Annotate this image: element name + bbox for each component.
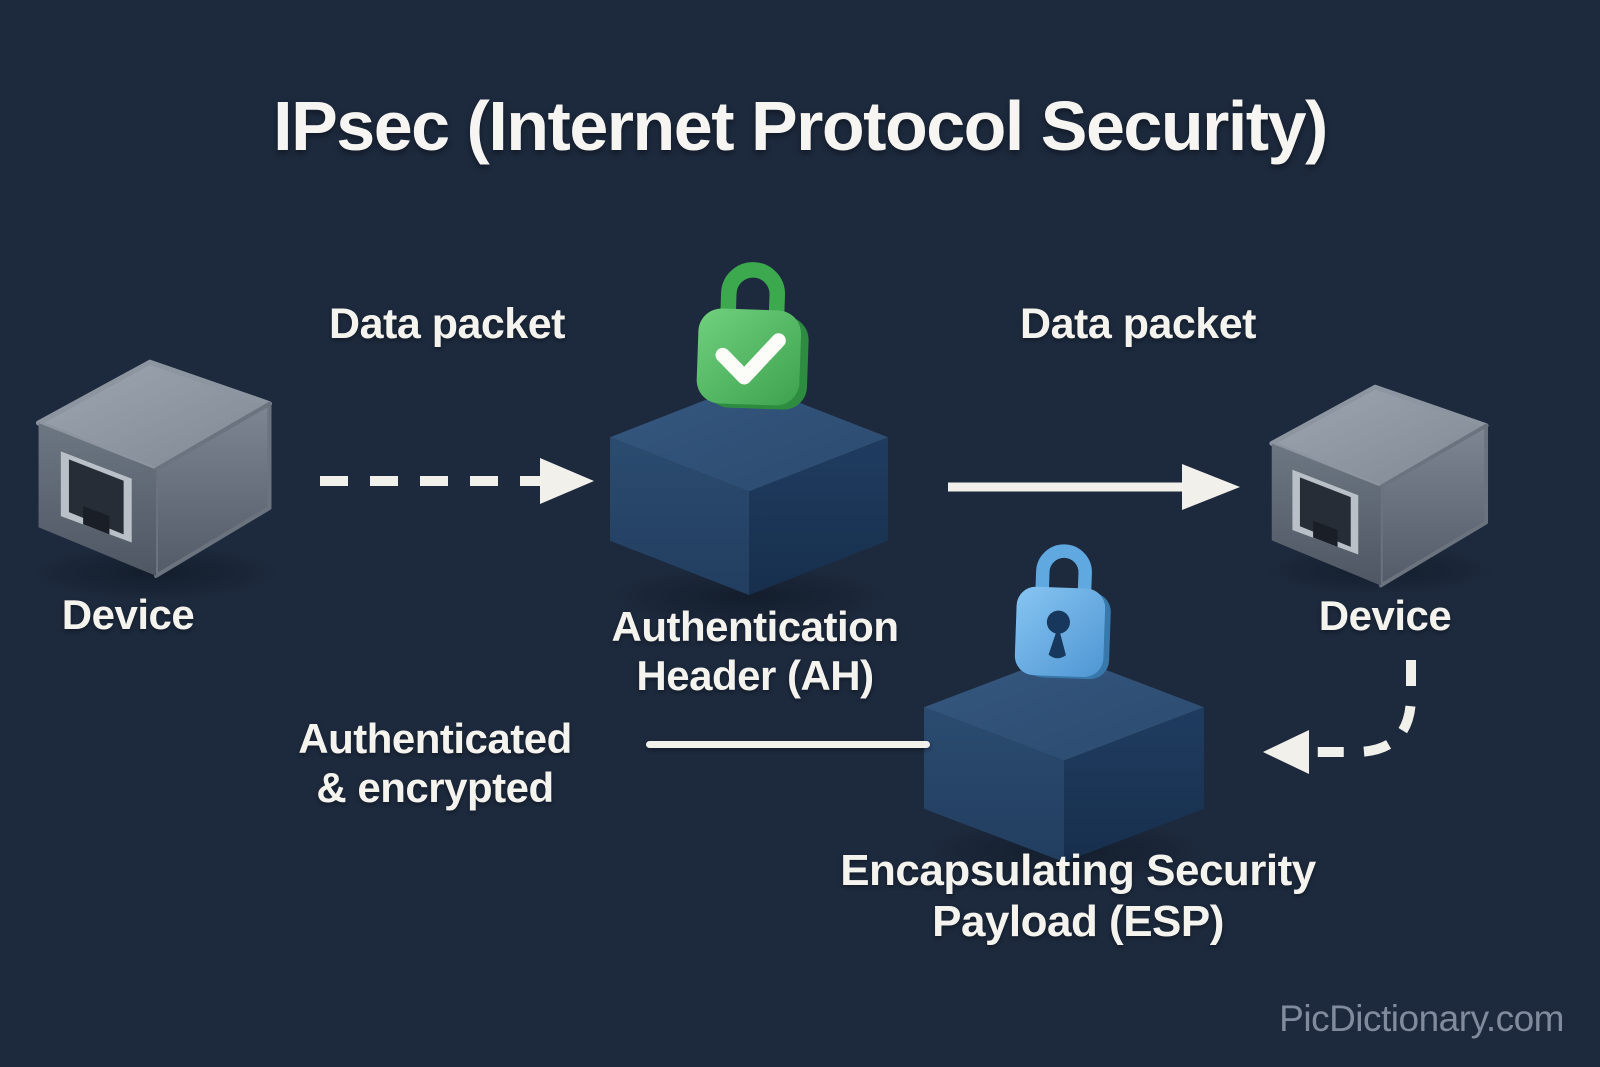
page-title: IPsec (Internet Protocol Security) xyxy=(273,87,1328,165)
lock-check-icon xyxy=(696,262,809,410)
ah-label-line2: Header (AH) xyxy=(636,651,874,699)
esp-label-line1: Encapsulating Security xyxy=(840,846,1316,895)
data-packet-right-label: Data packet xyxy=(1020,300,1256,348)
auth-encrypted-label: Authenticated & encrypted xyxy=(235,715,635,812)
device-icon xyxy=(1260,372,1496,593)
ah-label-line1: Authentication xyxy=(611,603,899,650)
annotation-pointer-line xyxy=(646,741,930,748)
device-left-label: Device xyxy=(61,591,195,638)
ah-packet-cube xyxy=(610,383,888,595)
solid-arrow-icon xyxy=(948,464,1240,510)
esp-label: Encapsulating Security Payload (ESP) xyxy=(818,845,1338,947)
device-right-label: Device xyxy=(1318,592,1452,639)
data-packet-left-label: Data packet xyxy=(329,300,565,348)
device-icon xyxy=(26,346,280,584)
esp-label-line2: Payload (ESP) xyxy=(932,897,1224,947)
auth-encrypted-line1: Authenticated xyxy=(298,715,572,762)
watermark: PicDictionary.com xyxy=(1279,998,1564,1039)
dashed-arrow-icon xyxy=(320,458,594,504)
lock-keyhole-icon xyxy=(1014,544,1111,680)
auth-encrypted-line2: & encrypted xyxy=(316,763,554,811)
ah-label: Authentication Header (AH) xyxy=(545,603,965,700)
curved-dashed-arrow-icon xyxy=(1263,660,1416,774)
